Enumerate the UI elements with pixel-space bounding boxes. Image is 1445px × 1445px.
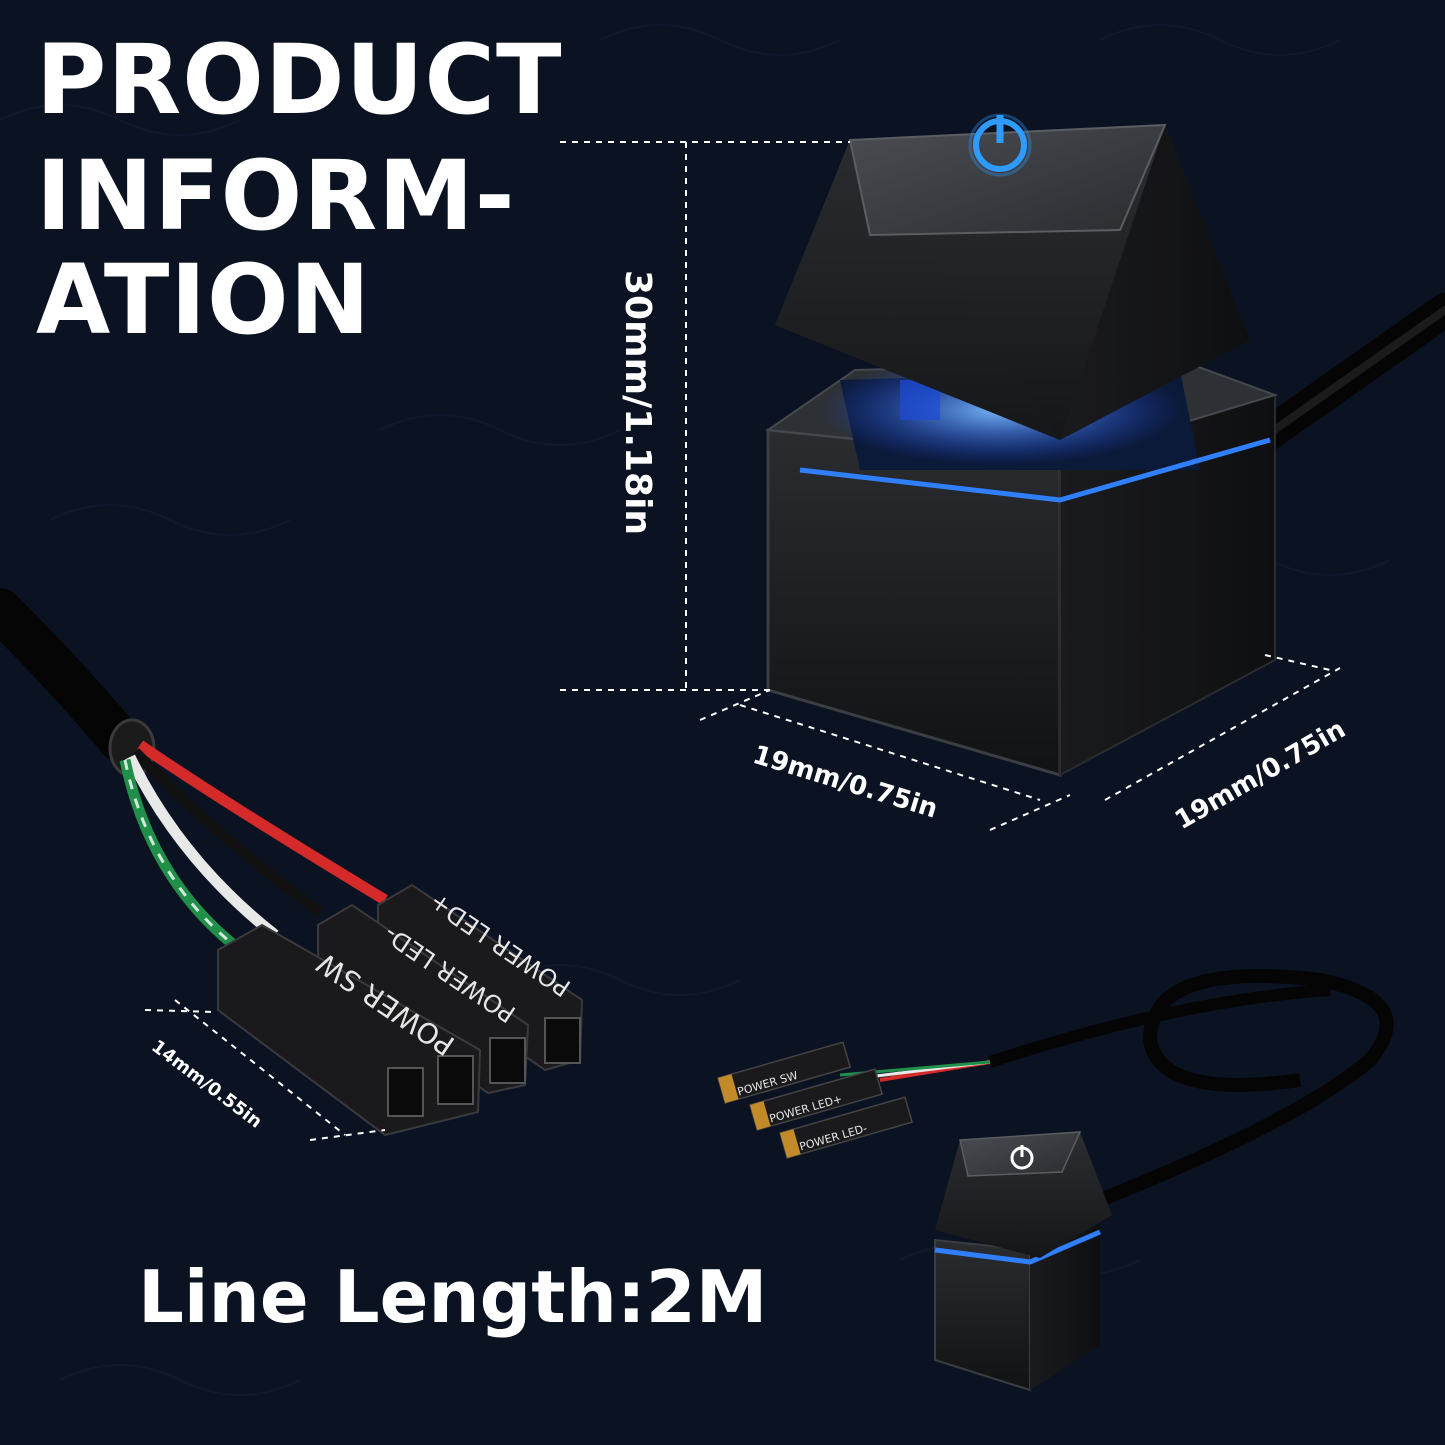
connector-width-lines: [144, 999, 386, 1141]
height-dimension-label: 30mm/1.18in: [617, 270, 658, 536]
wire-white: [125, 754, 279, 940]
title-line-2: INFORM-: [36, 140, 516, 252]
product-small: [717, 969, 1394, 1392]
connector-cable: [0, 588, 388, 955]
wire-green: [119, 758, 244, 955]
title-line-3: ATION: [36, 244, 371, 356]
keyswitch-large: [765, 113, 1445, 777]
wire-black: [131, 748, 324, 917]
wire-red: [136, 740, 388, 905]
dimension-lines: [560, 141, 1341, 831]
title-line-1: PRODUCT: [36, 24, 563, 136]
connector-headers: [217, 883, 584, 1137]
line-length-label: Line Length:2M: [138, 1255, 768, 1339]
power-icon: [968, 113, 1032, 177]
power-icon: [1010, 1145, 1034, 1170]
